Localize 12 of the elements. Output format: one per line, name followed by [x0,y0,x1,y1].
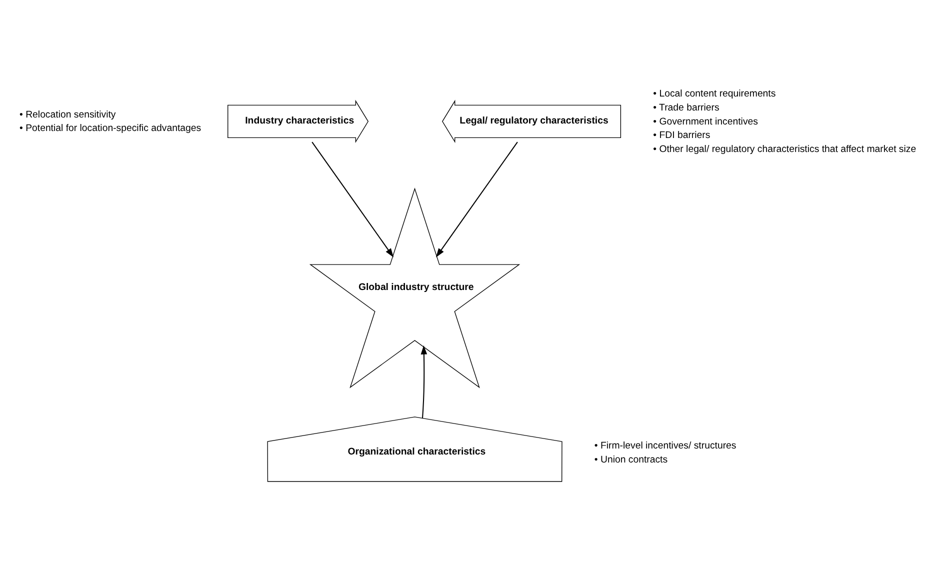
node-label: • FDI barriers [653,130,710,142]
node-label: • Local content requirements [653,88,776,100]
arrow [436,142,518,258]
node-label: • Trade barriers [653,102,720,114]
node-label: • Potential for location-specific advantages [20,123,202,134]
node-label: • Relocation sensitivity [20,109,116,120]
node-label: • Other legal/ regulatory characteristics that affect market size [653,144,916,155]
arrow [420,345,428,418]
node-label: • Union contracts [594,454,668,466]
arrow [312,142,394,258]
node-label: • Government incentives [653,116,758,128]
node-label: • Firm-level incentives/ structures [594,440,736,452]
